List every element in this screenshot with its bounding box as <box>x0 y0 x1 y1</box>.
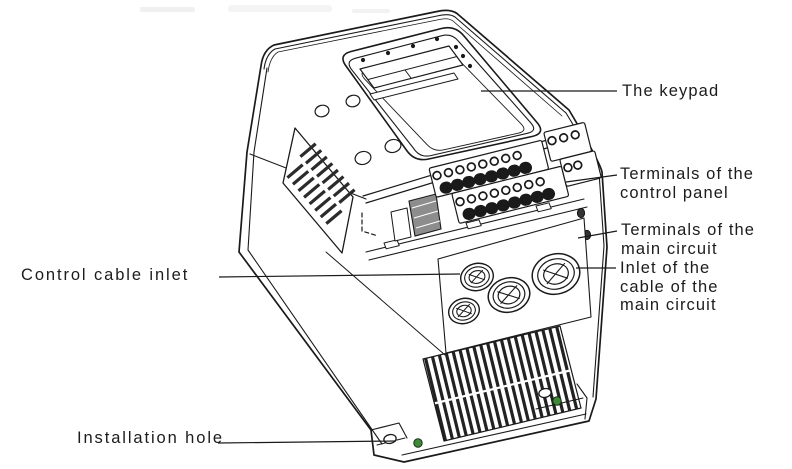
cable-grommet-large <box>531 252 581 296</box>
keypad-leds <box>360 36 473 69</box>
callout-text: Terminals of the <box>621 221 756 239</box>
scan-artifacts <box>140 5 390 13</box>
control-terminals-leader-line <box>565 174 618 183</box>
cable-grommet-lower-small <box>447 297 481 325</box>
callout-label-main-cable-inlet: Inlet of the cable of the main circuit <box>620 259 719 315</box>
left-wall <box>247 67 446 445</box>
wall-screw-icon <box>576 207 586 219</box>
callout-label-control-terminals: Terminals of the control panel <box>620 165 754 202</box>
control-cable-inlet-leader-line <box>218 273 461 278</box>
callout-label-keypad: The keypad <box>622 82 719 101</box>
callout-text: The keypad <box>622 82 720 100</box>
top-vent-holes <box>314 94 402 166</box>
callout-text: Control cable inlet <box>21 266 190 284</box>
callout-text: control panel <box>620 183 729 202</box>
callout-label-main-terminals: Terminals of the main circuit <box>621 221 755 258</box>
cable-inlet-plate <box>437 217 592 354</box>
callout-label-control-cable-inlet: Control cable inlet <box>21 266 189 285</box>
leader-lines <box>217 90 618 444</box>
cable-grommet-center <box>487 276 531 314</box>
callout-text: Terminals of the <box>620 165 755 183</box>
callout-label-installation-hole: Installation hole <box>77 429 224 448</box>
keypad-bezel-inner <box>348 34 535 157</box>
installation-hole-leader-line <box>217 440 397 444</box>
callout-text: cable of the <box>620 277 719 296</box>
mounting-screw-left <box>413 438 423 448</box>
callout-text: main circuit <box>620 296 717 314</box>
callout-text: Installation hole <box>77 429 224 447</box>
louver-slots-right <box>299 142 359 208</box>
main-terminals-leader-line <box>577 230 618 239</box>
keypad <box>342 26 542 161</box>
io-connector-block <box>361 193 442 242</box>
heatsink-fins <box>422 325 582 442</box>
callout-text: Inlet of the <box>620 259 711 277</box>
terminal-shelf <box>365 198 588 261</box>
control-terminal-blocks <box>428 122 602 224</box>
keypad-display <box>359 45 464 101</box>
callout-text: main circuit <box>621 239 718 258</box>
mounting-screw-right <box>552 396 562 406</box>
cable-grommet-upper-small <box>459 262 495 292</box>
louver-slots-left <box>286 163 346 229</box>
vent-louvers <box>282 127 359 254</box>
installation-hole-right <box>538 387 552 399</box>
